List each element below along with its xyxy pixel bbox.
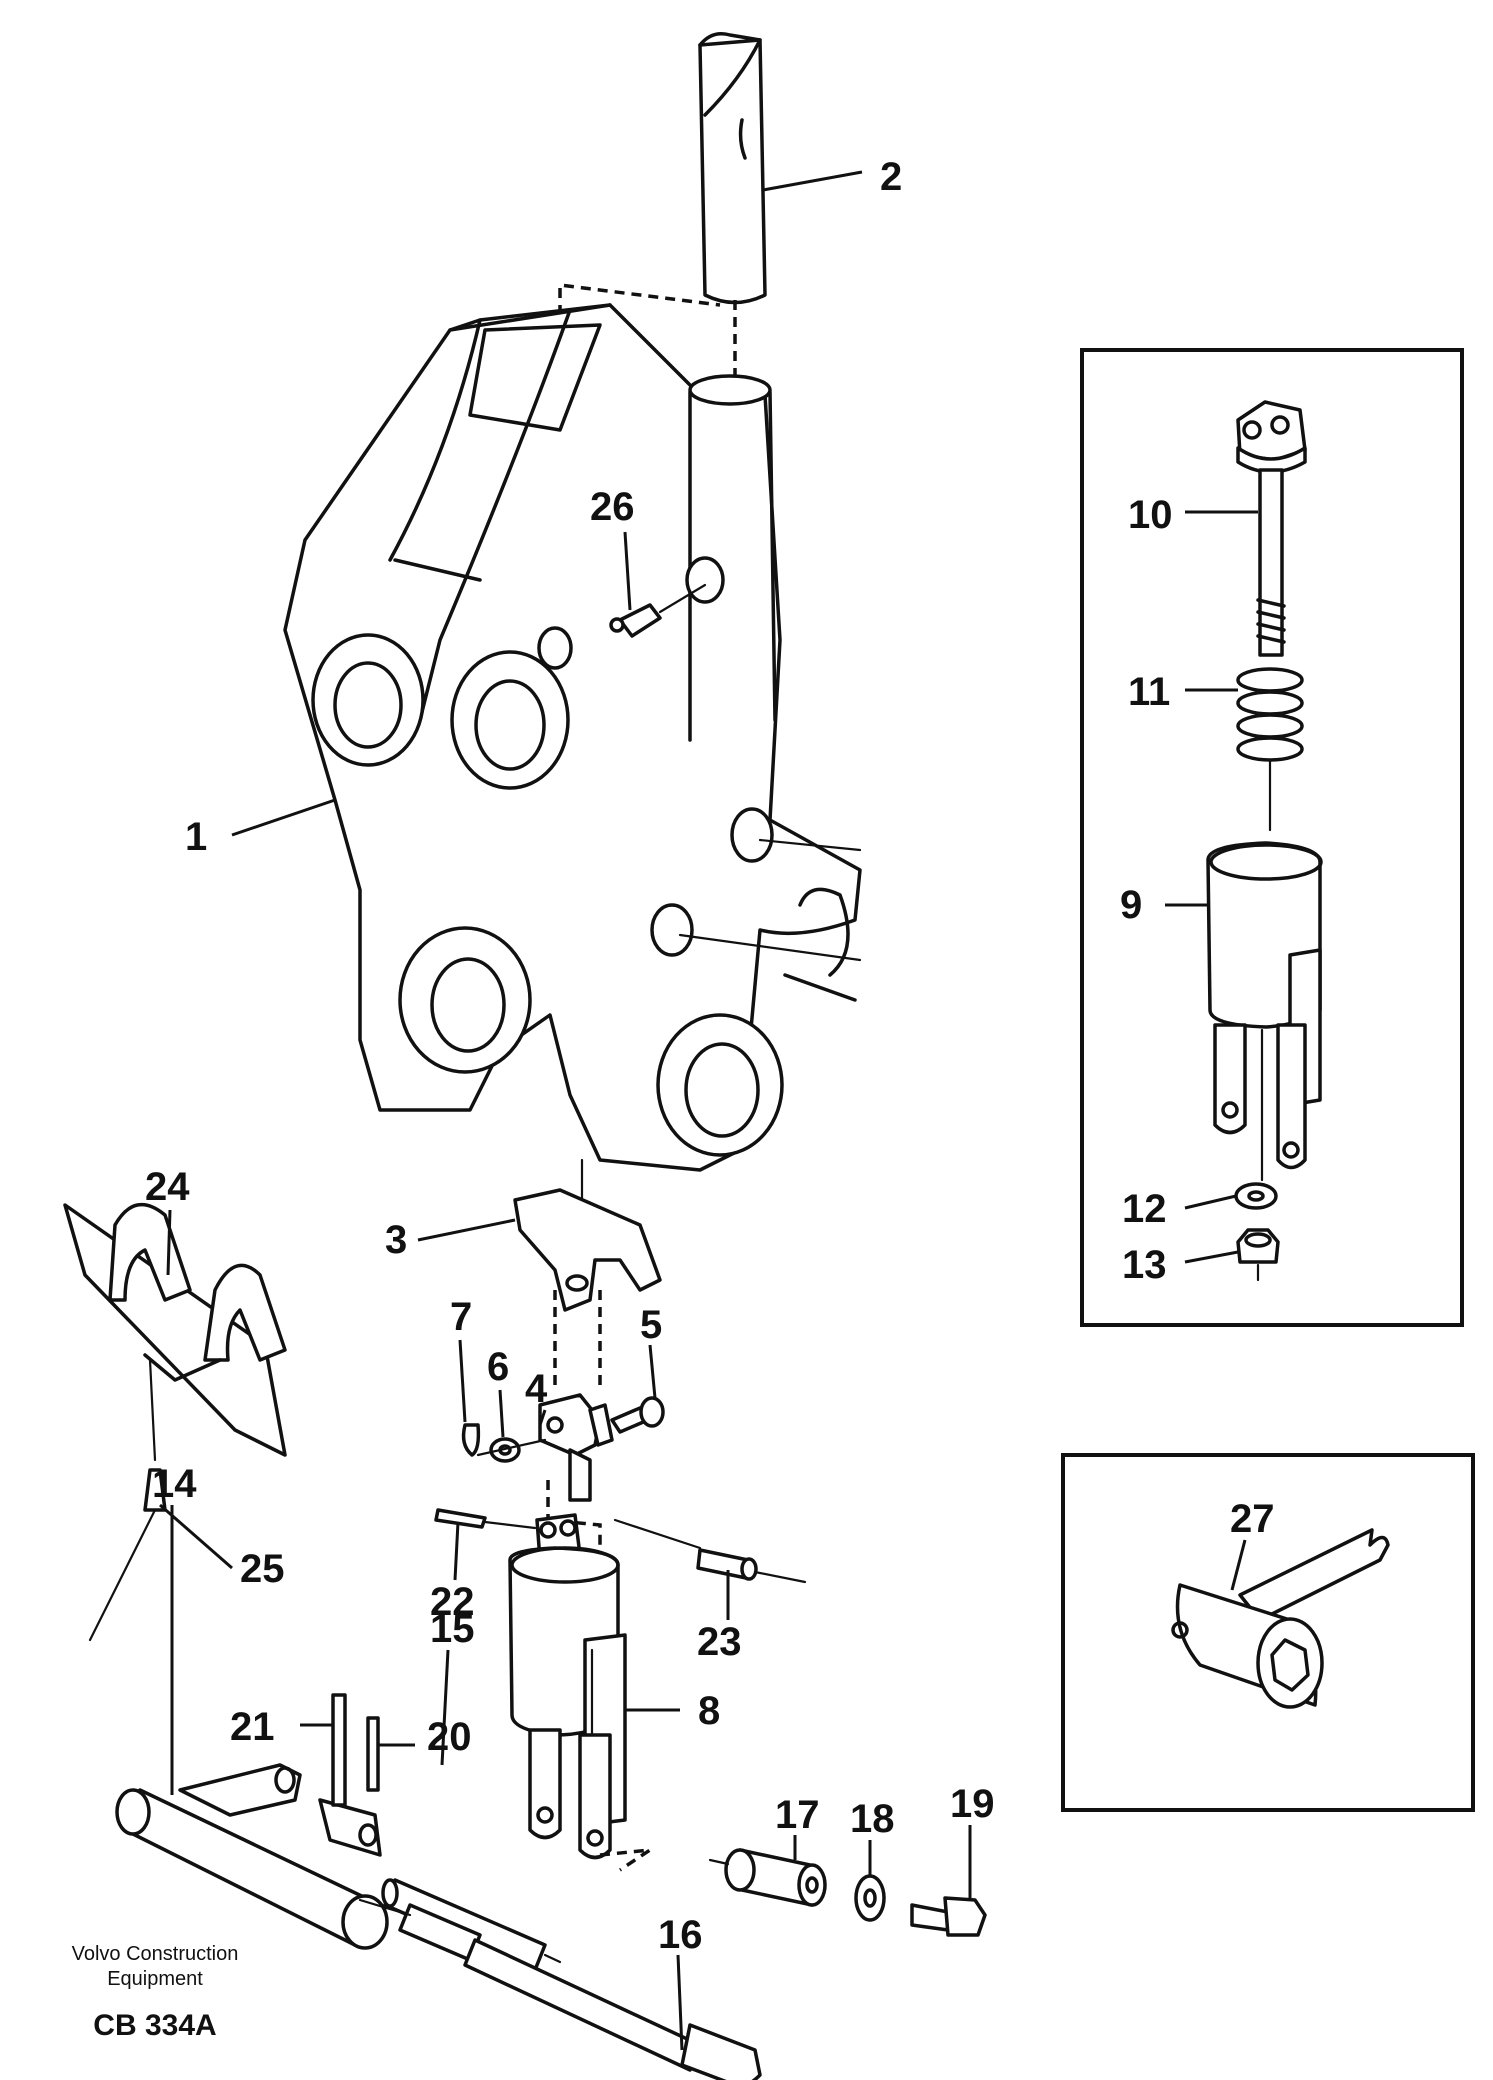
- label-6: 6: [487, 1345, 509, 1389]
- label-15: 15: [430, 1607, 475, 1651]
- label-5: 5: [640, 1303, 662, 1347]
- label-24: 24: [145, 1165, 190, 1209]
- part-2-pin: [698, 32, 767, 385]
- footer-company-line2: Equipment: [107, 1968, 203, 1990]
- label-2: 2: [880, 155, 902, 199]
- footer-company-line1: Volvo Construction: [72, 1943, 239, 1965]
- part-8-cylinder: [508, 1513, 651, 1872]
- part-17-spacer: [708, 1848, 827, 1907]
- inset-frame-cylinder: [1080, 348, 1464, 1327]
- label-8: 8: [698, 1689, 720, 1733]
- part-27-tool: [1171, 1528, 1390, 1709]
- part-22-pin: [434, 1508, 537, 1530]
- part-5-bolt: [610, 1396, 665, 1434]
- part-21-pin: [331, 1693, 347, 1807]
- part-9-cylinder: [1206, 841, 1323, 1182]
- label-7: 7: [450, 1295, 472, 1339]
- label-17: 17: [775, 1793, 820, 1837]
- label-11: 11: [1128, 670, 1170, 714]
- part-13-nut: [1236, 1228, 1280, 1282]
- part-19-bolt: [910, 1896, 987, 1937]
- label-3: 3: [385, 1218, 407, 1262]
- part-16-bolt: [358, 1898, 762, 2080]
- label-1: 1: [185, 815, 207, 859]
- label-9: 9: [1120, 883, 1142, 927]
- label-18: 18: [850, 1797, 895, 1841]
- label-13: 13: [1122, 1243, 1167, 1287]
- part-labels: 1 2 3 4 5 6 7 8 9 10 11 12 13 14 15 16 1…: [145, 155, 1275, 1957]
- label-23: 23: [697, 1620, 742, 1664]
- part-18-washer: [854, 1874, 886, 1922]
- part-11-spring: [1236, 667, 1304, 832]
- part-24-spring-clip: [63, 1202, 287, 1457]
- part-10-rod: [1236, 400, 1307, 657]
- inset-frame-tool: [1061, 1453, 1475, 1812]
- label-20: 20: [427, 1715, 472, 1759]
- part-7-cotter-pin: [461, 1423, 547, 1457]
- label-26: 26: [590, 485, 635, 529]
- part-14-shaft: [115, 1763, 389, 1950]
- part-1-bracket: [283, 283, 862, 1202]
- label-12: 12: [1122, 1187, 1167, 1231]
- label-25: 25: [240, 1547, 285, 1591]
- leader-lines: [159, 170, 1258, 2051]
- part-20-pin: [366, 1716, 380, 1792]
- label-22: 22: [430, 1580, 475, 1624]
- footer-drawing-code: CB 334A: [93, 2009, 216, 2042]
- part-23-pin: [613, 1518, 807, 1584]
- footer: Volvo Construction Equipment CB 334A: [72, 1943, 239, 2042]
- part-12-washer: [1234, 1182, 1278, 1210]
- label-27: 27: [1230, 1497, 1275, 1541]
- part-3-latch: [513, 1188, 662, 1390]
- label-21: 21: [230, 1705, 275, 1749]
- label-19: 19: [950, 1782, 995, 1826]
- label-10: 10: [1128, 493, 1173, 537]
- label-16: 16: [658, 1913, 703, 1957]
- label-14: 14: [152, 1462, 197, 1506]
- part-25-rivet: [88, 1358, 167, 1642]
- label-4: 4: [525, 1367, 548, 1411]
- part-4-clevis: [538, 1393, 614, 1502]
